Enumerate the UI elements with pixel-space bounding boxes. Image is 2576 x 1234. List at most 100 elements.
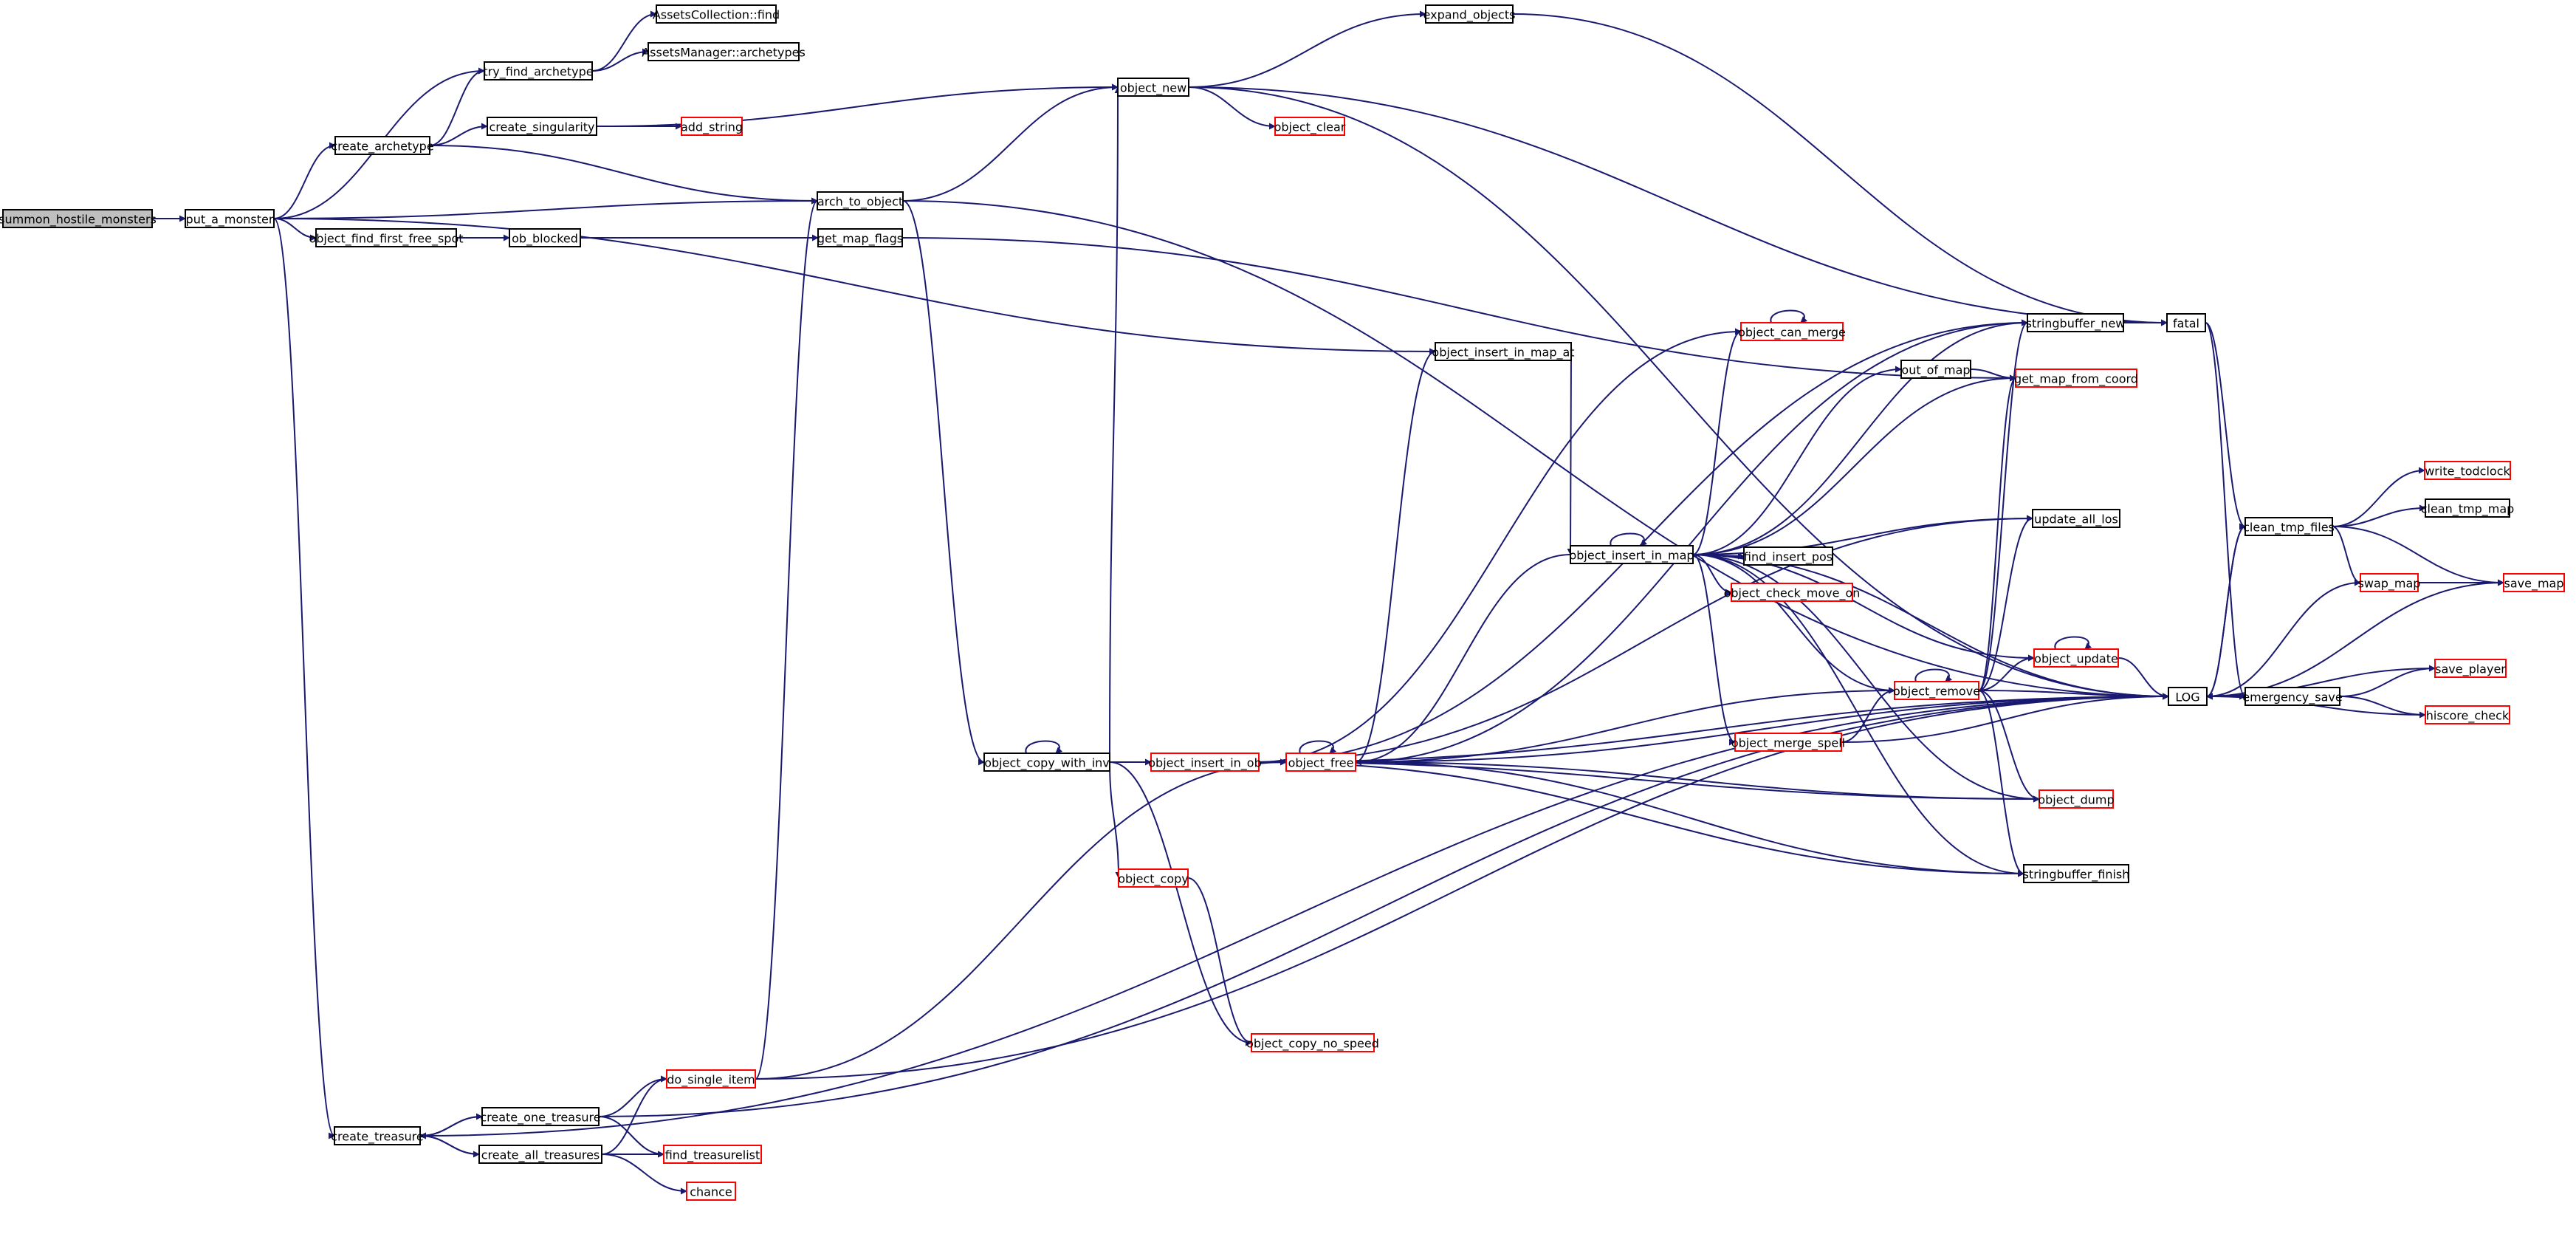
node-box[interactable] bbox=[656, 4, 777, 24]
node-object_copy_with_inv[interactable]: object_copy_with_inv bbox=[983, 753, 1110, 772]
node-box[interactable] bbox=[1117, 78, 1189, 97]
node-box[interactable] bbox=[1251, 1033, 1375, 1052]
node-box[interactable] bbox=[334, 136, 430, 155]
node-box[interactable] bbox=[2424, 461, 2511, 480]
node-box[interactable] bbox=[2, 209, 153, 228]
node-box[interactable] bbox=[1900, 360, 1971, 379]
node-object_check_move_on[interactable]: object_check_move_on bbox=[1724, 583, 1861, 602]
node-clean_tmp_files[interactable]: clean_tmp_files bbox=[2243, 517, 2335, 536]
node-box[interactable] bbox=[681, 117, 743, 136]
node-add_string[interactable]: add_string bbox=[681, 117, 743, 136]
node-box[interactable] bbox=[2503, 573, 2565, 592]
node-box[interactable] bbox=[2027, 313, 2124, 332]
node-arch_to_object[interactable]: arch_to_object bbox=[817, 191, 904, 210]
node-box[interactable] bbox=[185, 209, 275, 228]
node-box[interactable] bbox=[1570, 545, 1694, 564]
node-stringbuffer_new[interactable]: stringbuffer_new bbox=[2026, 313, 2126, 332]
node-box[interactable] bbox=[1731, 583, 1853, 602]
node-object_copy[interactable]: object_copy bbox=[1118, 868, 1189, 888]
node-box[interactable] bbox=[817, 228, 903, 247]
node-box[interactable] bbox=[2015, 369, 2137, 388]
node-save_map[interactable]: save_map bbox=[2503, 573, 2565, 592]
node-ob_blocked[interactable]: ob_blocked bbox=[509, 228, 581, 247]
node-object_dump[interactable]: object_dump bbox=[2038, 789, 2115, 809]
node-box[interactable] bbox=[1435, 342, 1572, 361]
node-swap_map[interactable]: swap_map bbox=[2358, 573, 2421, 592]
node-object_remove[interactable]: object_remove bbox=[1893, 681, 1980, 700]
node-fatal[interactable]: fatal bbox=[2166, 313, 2206, 332]
node-box[interactable] bbox=[1150, 753, 1260, 772]
node-box[interactable] bbox=[666, 1069, 756, 1089]
node-box[interactable] bbox=[2033, 648, 2119, 668]
node-box[interactable] bbox=[1743, 546, 1833, 566]
node-AssetsCollection_find[interactable]: AssetsCollection::find bbox=[653, 4, 780, 24]
node-object_free[interactable]: object_free bbox=[1285, 753, 1356, 772]
node-clean_tmp_map[interactable]: clean_tmp_map bbox=[2421, 498, 2515, 518]
node-save_player[interactable]: save_player bbox=[2434, 659, 2507, 678]
node-emergency_save[interactable]: emergency_save bbox=[2242, 687, 2343, 706]
node-object_merge_spell[interactable]: object_merge_spell bbox=[1731, 733, 1845, 752]
node-object_new[interactable]: object_new bbox=[1117, 78, 1189, 97]
node-create_all_treasures[interactable]: create_all_treasures bbox=[478, 1145, 602, 1164]
node-box[interactable] bbox=[817, 191, 904, 210]
node-box[interactable] bbox=[1425, 4, 1514, 24]
node-box[interactable] bbox=[1740, 322, 1844, 341]
node-box[interactable] bbox=[481, 1107, 600, 1126]
node-write_todclock[interactable]: write_todclock bbox=[2424, 461, 2511, 480]
node-box[interactable] bbox=[1274, 117, 1345, 136]
node-box[interactable] bbox=[2434, 659, 2507, 678]
node-summon_hostile_monsters[interactable]: summon_hostile_monsters bbox=[0, 209, 157, 228]
node-out_of_map[interactable]: out_of_map bbox=[1900, 360, 1971, 379]
node-box[interactable] bbox=[334, 1126, 421, 1145]
node-box[interactable] bbox=[663, 1145, 762, 1164]
node-box[interactable] bbox=[2039, 789, 2114, 809]
node-get_map_flags[interactable]: get_map_flags bbox=[817, 228, 903, 247]
node-box[interactable] bbox=[1734, 733, 1842, 752]
node-box[interactable] bbox=[2032, 509, 2120, 528]
node-box[interactable] bbox=[2425, 705, 2510, 724]
node-box[interactable] bbox=[983, 753, 1110, 772]
node-object_update[interactable]: object_update bbox=[2033, 648, 2119, 668]
node-do_single_item[interactable]: do_single_item bbox=[666, 1069, 756, 1089]
node-create_singularity[interactable]: create_singularity bbox=[487, 117, 597, 136]
node-object_insert_in_map_at[interactable]: object_insert_in_map_at bbox=[1432, 342, 1575, 361]
node-box[interactable] bbox=[1118, 868, 1189, 888]
node-box[interactable] bbox=[315, 228, 457, 247]
node-find_insert_pos[interactable]: find_insert_pos bbox=[1743, 546, 1833, 566]
node-create_treasure[interactable]: create_treasure bbox=[331, 1126, 424, 1145]
node-AssetsManager_archetypes[interactable]: AssetsManager::archetypes bbox=[642, 42, 806, 61]
node-object_copy_no_speed[interactable]: object_copy_no_speed bbox=[1246, 1033, 1379, 1052]
node-box[interactable] bbox=[2425, 498, 2510, 518]
node-LOG[interactable]: LOG bbox=[2168, 687, 2208, 706]
node-chance[interactable]: chance bbox=[686, 1182, 736, 1201]
node-find_treasurelist[interactable]: find_treasurelist bbox=[663, 1145, 762, 1164]
node-object_clear[interactable]: object_clear bbox=[1274, 117, 1346, 136]
node-box[interactable] bbox=[2360, 573, 2419, 592]
node-box[interactable] bbox=[1285, 753, 1356, 772]
node-try_find_archetype[interactable]: try_find_archetype bbox=[483, 61, 594, 80]
node-box[interactable] bbox=[2244, 687, 2340, 706]
node-box[interactable] bbox=[487, 117, 597, 136]
node-box[interactable] bbox=[686, 1182, 736, 1201]
node-box[interactable] bbox=[2168, 687, 2208, 706]
node-box[interactable] bbox=[478, 1145, 602, 1164]
node-stringbuffer_finish[interactable]: stringbuffer_finish bbox=[2023, 864, 2130, 883]
node-create_one_treasure[interactable]: create_one_treasure bbox=[480, 1107, 601, 1126]
node-put_a_monster[interactable]: put_a_monster bbox=[185, 209, 275, 228]
node-box[interactable] bbox=[484, 61, 593, 80]
node-box[interactable] bbox=[509, 228, 581, 247]
node-box[interactable] bbox=[1894, 681, 1979, 700]
node-object_can_merge[interactable]: object_can_merge bbox=[1738, 322, 1846, 341]
node-create_archetype[interactable]: create_archetype bbox=[331, 136, 434, 155]
node-object_insert_in_ob[interactable]: object_insert_in_ob bbox=[1148, 753, 1262, 772]
node-expand_objects[interactable]: expand_objects bbox=[1423, 4, 1516, 24]
node-box[interactable] bbox=[2023, 864, 2129, 883]
node-box[interactable] bbox=[2166, 313, 2206, 332]
node-get_map_from_coord[interactable]: get_map_from_coord bbox=[2014, 369, 2138, 388]
node-update_all_los[interactable]: update_all_los bbox=[2032, 509, 2120, 528]
node-object_find_first_free_spot[interactable]: object_find_first_free_spot bbox=[309, 228, 464, 247]
node-object_insert_in_map[interactable]: object_insert_in_map bbox=[1569, 545, 1694, 564]
node-box[interactable] bbox=[2244, 517, 2333, 536]
node-hiscore_check[interactable]: hiscore_check bbox=[2425, 705, 2510, 724]
node-box[interactable] bbox=[648, 42, 800, 61]
